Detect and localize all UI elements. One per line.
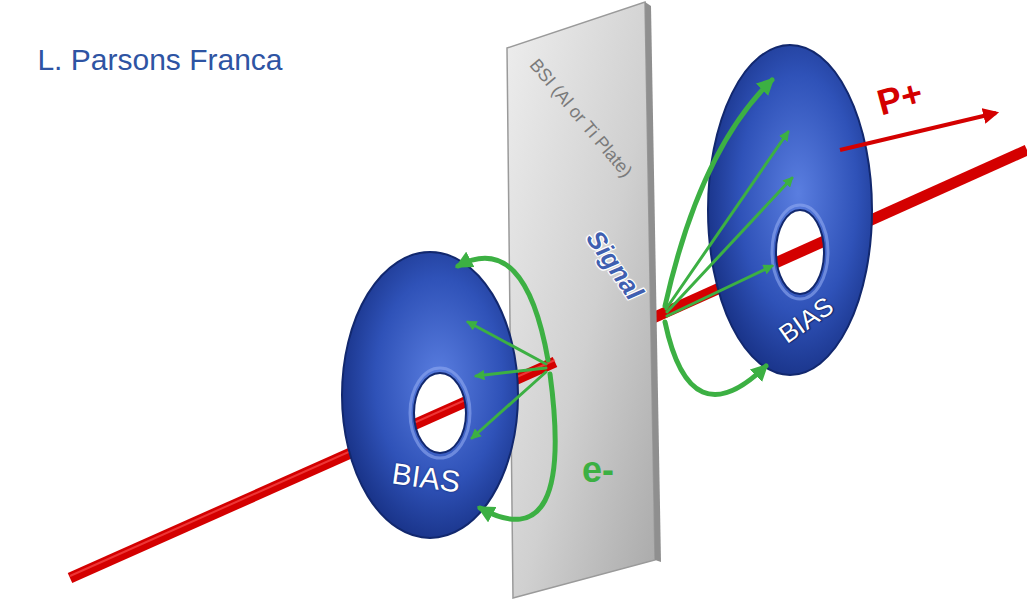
beam-direction-arrow [840, 113, 996, 150]
ring-hole-rim [772, 205, 828, 299]
electron-ray [468, 322, 546, 364]
electron-ray [667, 266, 772, 316]
electron-ray [667, 178, 792, 312]
electron-arc [480, 374, 555, 519]
ring-hole-rim [410, 368, 470, 458]
bsi-plate: BSI (Al or Ti Plate)Signal [495, 0, 665, 600]
proton-label: P+ [874, 75, 927, 121]
electron-arc [458, 258, 548, 360]
author-credit: L. Parsons Franca [37, 45, 282, 75]
bias-ring: BIAS [705, 40, 875, 380]
plate-edge [645, 2, 661, 562]
electron-label: e- [582, 452, 614, 488]
plate-shape [495, 0, 665, 600]
bias-ring: BIAS [340, 250, 520, 540]
electron-paths [458, 80, 792, 519]
electron-ray [666, 132, 788, 309]
bias-ring-body [342, 252, 518, 538]
electron-ray [472, 372, 546, 438]
electron-arc [665, 322, 766, 395]
ring-shape [340, 250, 520, 540]
electron-ray [476, 368, 546, 376]
